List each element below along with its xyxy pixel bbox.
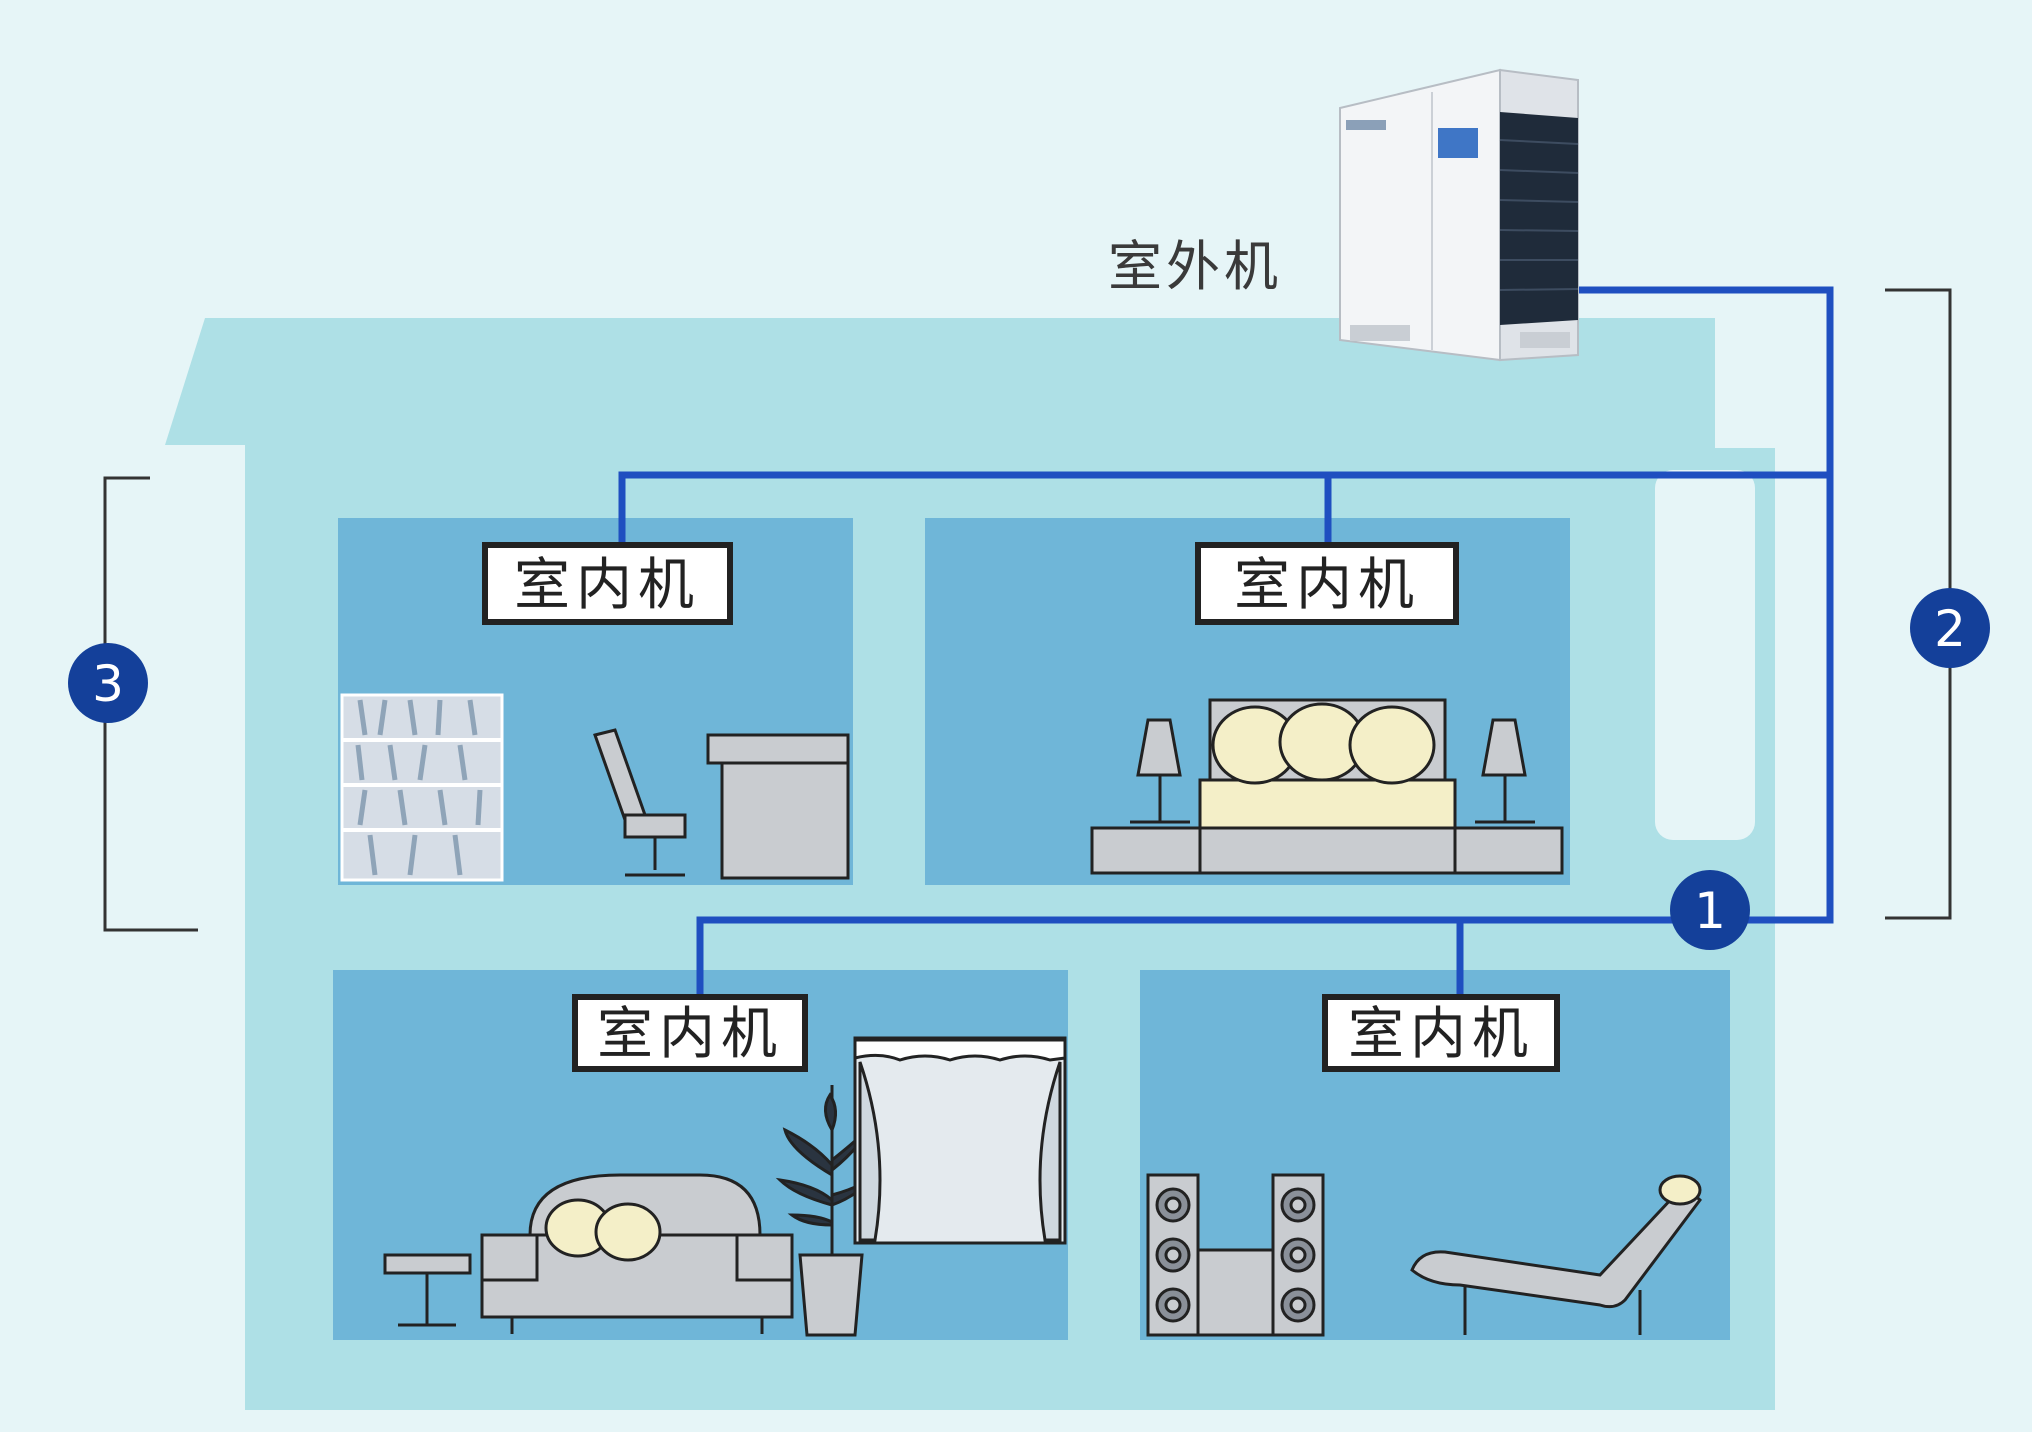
- indoor-unit-label-theater: 室内机: [1322, 994, 1560, 1072]
- svg-text:2: 2: [1934, 600, 1966, 658]
- svg-text:1: 1: [1694, 882, 1726, 940]
- left-speaker-icon: [1146, 1173, 1200, 1337]
- sofa-icon: [480, 1173, 794, 1334]
- height-difference-marker: 2: [1910, 588, 1990, 668]
- side-table-icon: [383, 1253, 472, 1327]
- desk-icon: [706, 733, 850, 880]
- svg-text:室内机: 室内机: [514, 553, 700, 618]
- house-inner-notch: [1655, 470, 1755, 840]
- lounge-chair-icon: [1410, 1174, 1702, 1335]
- indoor-unit-label-bedroom: 室内机: [1195, 542, 1459, 625]
- svg-text:3: 3: [92, 655, 124, 713]
- branch-marker: 1: [1670, 870, 1750, 950]
- bed-icon: [1090, 698, 1564, 875]
- right-lamp-icon: [1475, 718, 1535, 824]
- svg-text:室内机: 室内机: [1348, 1002, 1534, 1067]
- refrigerant-pipes: [618, 286, 1834, 995]
- indoor-unit-label-living: 室内机: [572, 994, 808, 1072]
- left-lamp-icon: [1130, 718, 1190, 824]
- indoor-unit-label-study: 室内机: [482, 542, 733, 625]
- outdoor-unit-image: [1339, 68, 1579, 362]
- bookshelf-icon: [340, 693, 504, 882]
- outdoor-unit-label: 室外机: [1108, 235, 1282, 298]
- svg-text:室内机: 室内机: [597, 1002, 783, 1067]
- svg-text:室内机: 室内机: [1234, 553, 1420, 618]
- floor-height-marker: 3: [68, 643, 148, 723]
- curtained-window-icon: [853, 1036, 1067, 1245]
- tv-stand-icon: [1196, 1248, 1275, 1337]
- right-speaker-icon: [1271, 1173, 1325, 1337]
- desk-chair-icon: [593, 728, 687, 877]
